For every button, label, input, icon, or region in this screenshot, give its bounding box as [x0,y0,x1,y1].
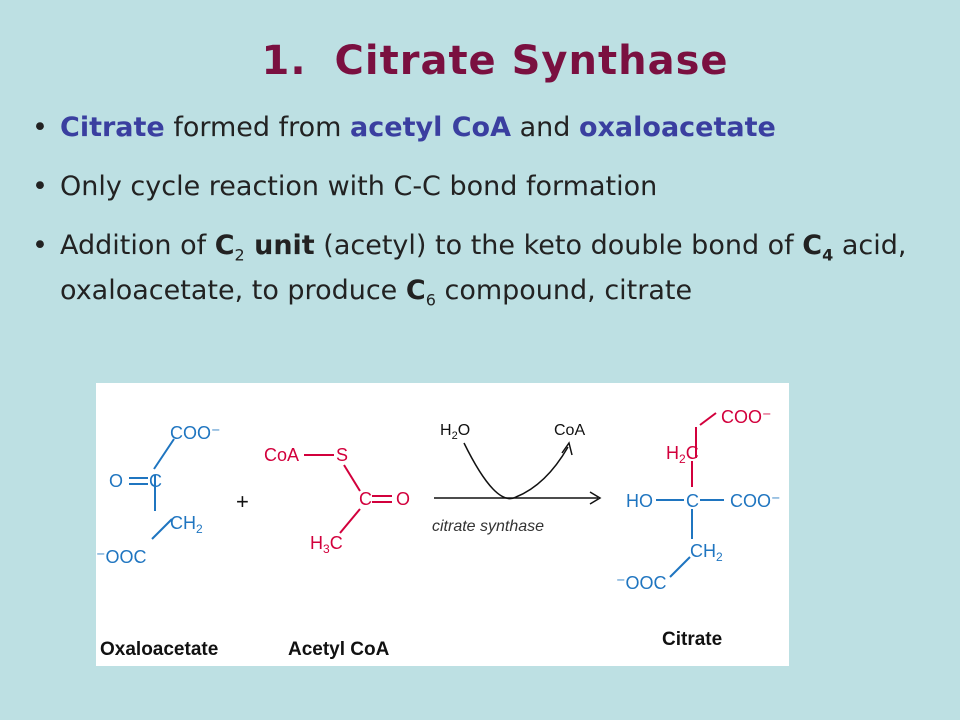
bullet-item-2: • Only cycle reaction with C-C bond form… [32,169,942,205]
reaction-arrow-head [589,491,602,505]
bond-line [339,508,361,534]
oxaloacetate-ch2: CH2 [170,513,203,536]
bullet-text: Only cycle reaction with C-C bond format… [60,171,658,202]
acetylcoa-coa: CoA [264,445,299,465]
bullet-item-3: • Addition of C2 unit (acetyl) to the ke… [32,228,942,319]
citrate-coo-top: COO⁻ [721,407,772,427]
slide-title: 1. Citrate Synthase [0,38,960,84]
bond-line [699,412,717,426]
curved-arrow [463,442,569,500]
bond-line [151,518,173,540]
bond-line [153,438,175,470]
text-ch: CH [170,513,196,533]
label-oxaloacetate: Oxaloacetate [100,639,218,660]
bullet-list: • Citrate formed from acetyl CoA and oxa… [32,110,942,342]
bullet-marker: • [32,171,48,202]
oxaloacetate-coo-top: COO⁻ [170,423,221,443]
subscript: 2 [679,452,686,466]
term-c2: C [214,230,235,261]
bullet-text: acid, oxaloacetate, to produce [60,230,907,307]
reactant-h2o: H2O [440,422,470,442]
term-citrate: Citrate [60,112,165,143]
text-c: C [686,443,699,463]
subscript: 2 [234,245,245,265]
subscript: 2 [196,522,203,536]
term-c6: C [405,275,426,307]
reaction-diagram: COO⁻ O C CH2 ⁻OOC Oxaloacetate + CoA S C… [96,407,781,660]
bullet-item-1: • Citrate formed from acetyl CoA and oxa… [32,110,942,146]
text-h: H [440,422,452,439]
term-c4: C [802,230,823,261]
subscript: 2 [716,550,723,564]
bullet-text: and [511,112,579,143]
subscript: 2 [452,430,458,442]
text-ch: CH [690,541,716,561]
subscript: 3 [323,542,330,556]
bullet-text: formed from [164,112,351,143]
enzyme-label: citrate synthase [432,518,544,535]
oxaloacetate-ooc-bottom: ⁻OOC [96,547,147,567]
text-o: O [458,422,470,439]
reaction-figure: COO⁻ O C CH2 ⁻OOC Oxaloacetate + CoA S C… [96,383,789,666]
text-c: C [330,533,343,553]
acetylcoa-s: S [336,445,348,465]
citrate-ch2: CH2 [690,541,723,564]
acetylcoa-o: O [396,489,410,509]
title-number: 1. [261,38,307,84]
bullet-text: compound, citrate [435,275,693,307]
citrate-ooc-bottom: ⁻OOC [616,573,667,593]
oxaloacetate-o: O [109,471,123,491]
citrate-h2c: H2C [666,443,699,466]
bullet-text: (acetyl) to the keto double bond of [314,230,803,261]
plus-sign: + [236,489,249,514]
term-acetyl-coa: acetyl CoA [350,112,511,143]
bullet-marker: • [32,230,48,261]
product-coa: CoA [554,422,585,439]
subscript: 6 [425,290,436,310]
acetylcoa-c: C [359,489,372,509]
label-acetyl-coa: Acetyl CoA [288,639,390,660]
bond-line [669,556,691,578]
acetylcoa-h3c: H3C [310,533,343,556]
oxaloacetate-c: C [149,471,162,491]
title-text: Citrate Synthase [334,38,729,84]
bullet-marker: • [32,112,48,143]
citrate-c: C [686,491,699,511]
curved-arrow-head [561,441,573,456]
label-citrate: Citrate [662,629,722,650]
subscript: 4 [822,245,834,265]
bullet-text: Addition of [60,230,215,261]
citrate-coo-right: COO⁻ [730,491,781,511]
citrate-ho: HO [626,491,653,511]
text-h: H [310,533,323,553]
term-unit: unit [244,230,315,261]
term-oxaloacetate: oxaloacetate [578,112,776,143]
text-h: H [666,443,679,463]
bond-line [343,464,361,492]
